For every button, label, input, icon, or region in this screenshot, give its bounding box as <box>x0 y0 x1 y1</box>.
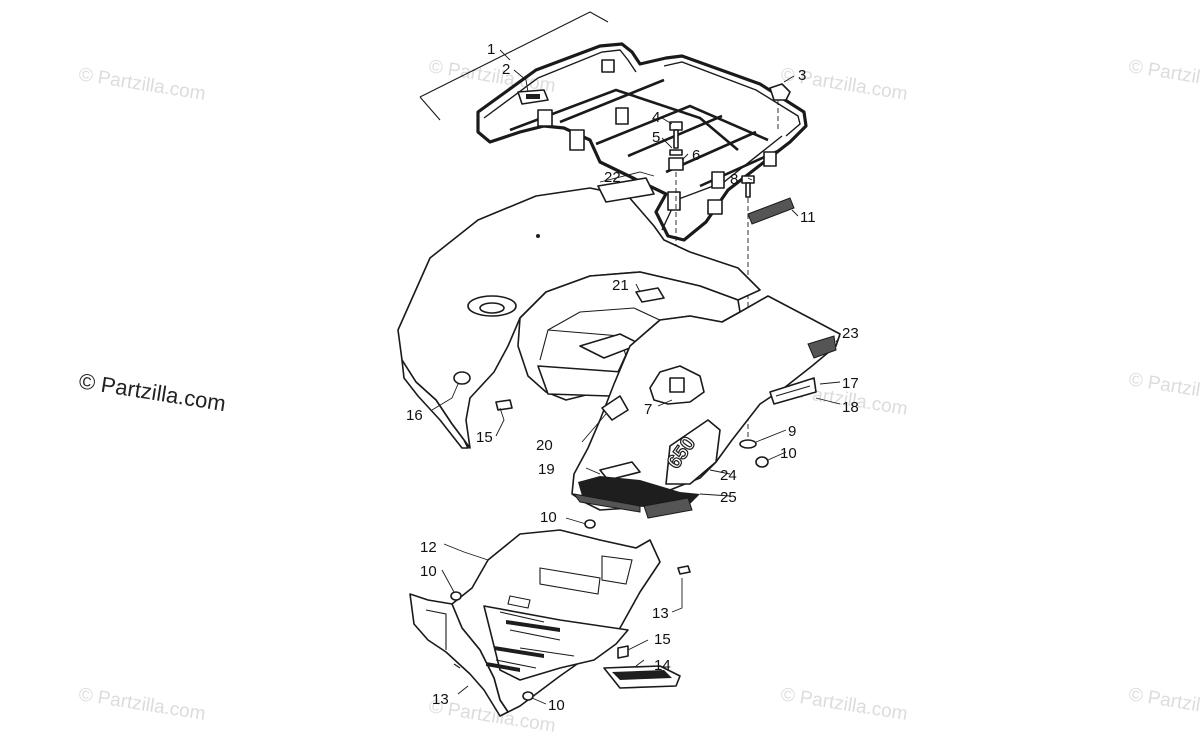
bolt-8 <box>741 175 755 198</box>
watermark-main: © Partzilla.com <box>77 368 227 416</box>
callout-1: 1 <box>487 41 495 58</box>
callout-19: 19 <box>538 461 555 478</box>
watermark-text: © Partzilla.com <box>1127 56 1200 97</box>
callout-10: 10 <box>780 445 797 462</box>
callout-21: 21 <box>612 277 629 294</box>
callout-8: 8 <box>730 171 738 188</box>
callout-16: 16 <box>406 407 423 424</box>
callout-25: 25 <box>720 489 737 506</box>
callout-4: 4 <box>652 109 660 126</box>
callout-10: 10 <box>548 697 565 714</box>
callout-7: 7 <box>644 401 652 418</box>
callout-20: 20 <box>536 437 553 454</box>
callout-5: 5 <box>652 129 660 146</box>
callout-24: 24 <box>720 467 737 484</box>
callout-6: 6 <box>692 147 700 164</box>
callout-13: 13 <box>652 605 669 622</box>
callout-17: 17 <box>842 375 859 392</box>
callout-15: 15 <box>476 429 493 446</box>
callout-13: 13 <box>432 691 449 708</box>
watermark-text: © Partzilla.com <box>1127 369 1200 410</box>
watermark-text: © Partzilla.com <box>779 684 909 725</box>
callout-15: 15 <box>654 631 671 648</box>
callout-12: 12 <box>420 539 437 556</box>
callout-22: 22 <box>604 169 621 186</box>
bolt-stack <box>668 121 684 171</box>
callout-11: 11 <box>800 209 816 226</box>
rear-rack <box>419 11 808 242</box>
callout-14: 14 <box>654 657 671 674</box>
watermark-text: © Partzilla.com <box>1127 684 1200 725</box>
callout-2: 2 <box>502 61 510 78</box>
callout-23: 23 <box>842 325 859 342</box>
callout-18: 18 <box>842 399 859 416</box>
callout-3: 3 <box>798 67 806 84</box>
callout-10: 10 <box>540 509 557 526</box>
rear-fender: 650 <box>397 177 841 519</box>
callout-10: 10 <box>420 563 437 580</box>
footwell <box>409 519 691 717</box>
watermark-text: © Partzilla.com <box>77 684 207 725</box>
nut-3 <box>769 83 791 101</box>
callout-labels: 1 2 3 4 5 6 7 8 9 10 11 12 13 14 15 16 1… <box>406 41 859 714</box>
watermark-text: © Partzilla.com <box>77 64 207 105</box>
leader-lines <box>431 49 841 705</box>
callout-9: 9 <box>788 423 796 440</box>
